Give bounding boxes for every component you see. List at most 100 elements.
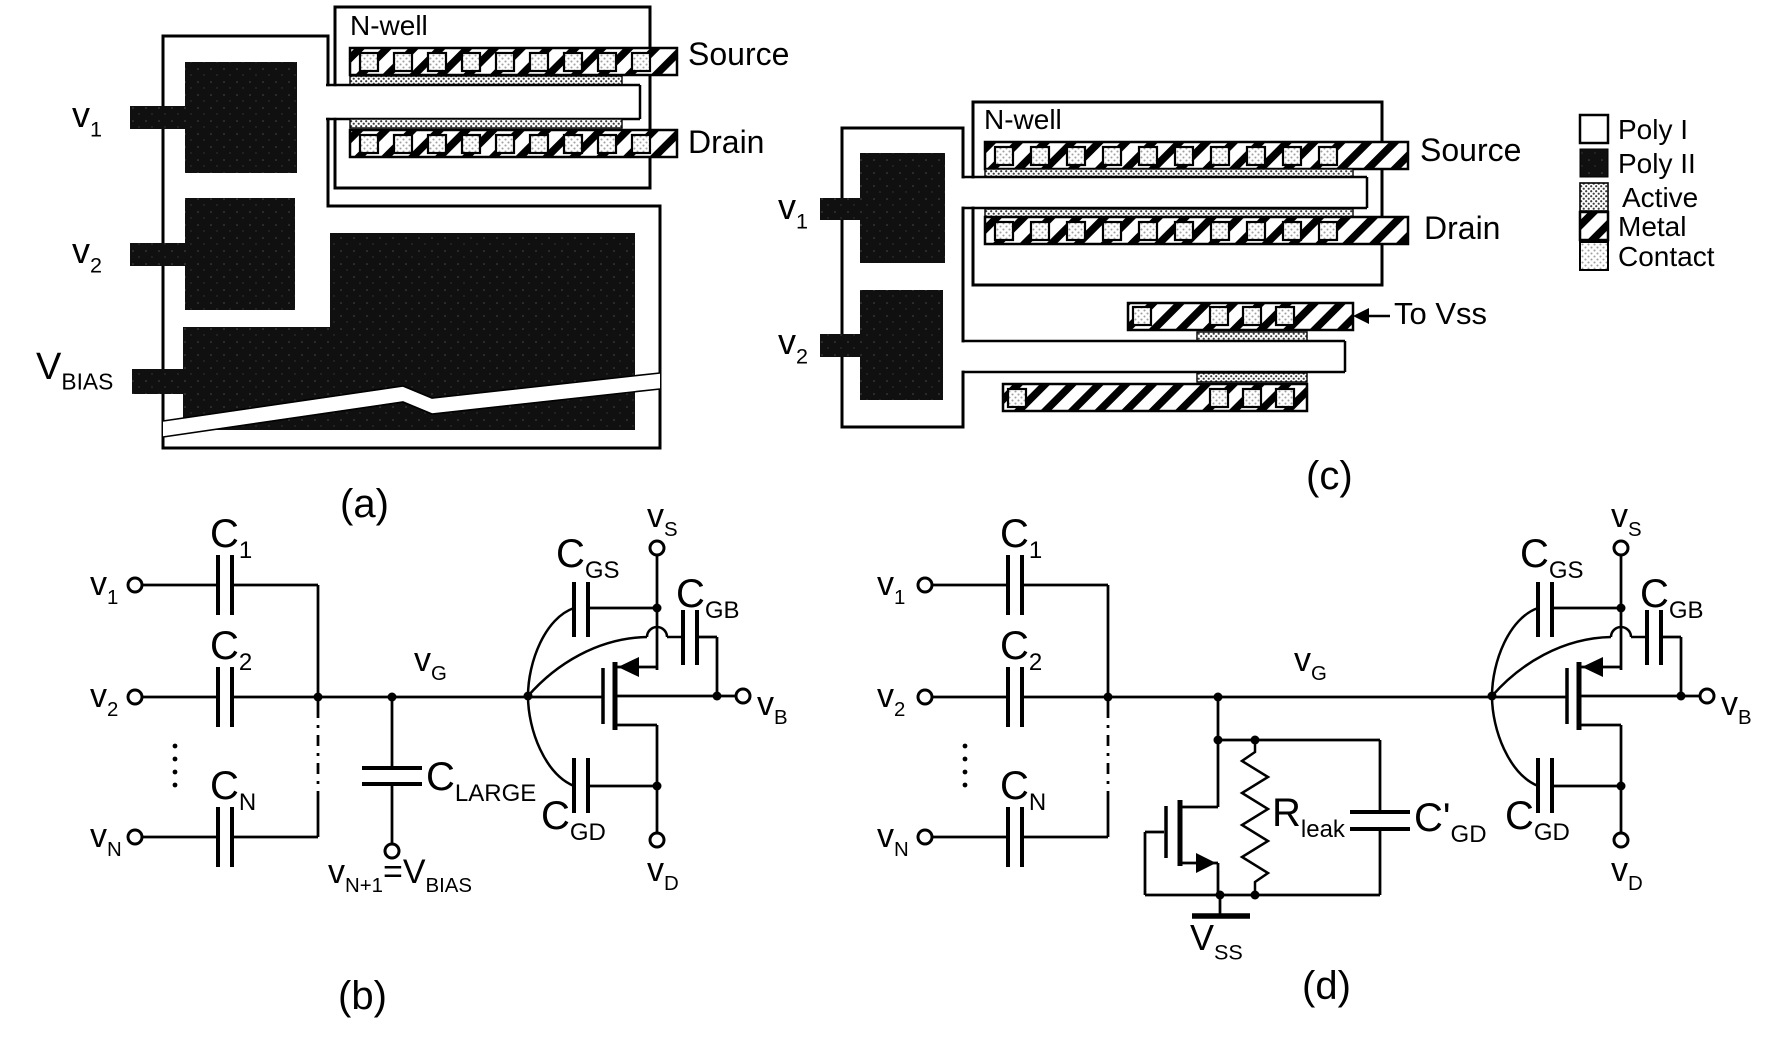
vs-label-d: vS bbox=[1611, 497, 1642, 542]
hop-over-vs-b bbox=[645, 625, 683, 639]
leak-drain-wire-d bbox=[1182, 696, 1220, 809]
vg-label-d: vG bbox=[1294, 641, 1327, 686]
cap-clarge-b bbox=[362, 766, 422, 786]
cap-cgd-prime-d bbox=[1350, 810, 1410, 831]
cgd-prime-label-d: C'GD bbox=[1414, 796, 1487, 848]
vg-label-b: vG bbox=[414, 641, 447, 686]
schematic-d bbox=[916, 539, 1716, 919]
v2-label-c: v2 bbox=[778, 321, 809, 369]
terminal-vb-d bbox=[1698, 687, 1716, 705]
junctions-b bbox=[172, 603, 722, 791]
arc-cgs-d bbox=[1490, 606, 1539, 697]
caption-d: (d) bbox=[1302, 964, 1351, 1008]
cgb-label-d: CGB bbox=[1640, 572, 1704, 624]
terminal-vb-b bbox=[734, 687, 752, 705]
vd-label-d: vD bbox=[1611, 851, 1643, 896]
v1-label-c: v1 bbox=[778, 186, 809, 234]
poly2-plate-v1-c bbox=[860, 153, 945, 263]
v1-label-b: v1 bbox=[90, 565, 119, 610]
vss-top-contacts-c bbox=[1131, 305, 1296, 327]
v2-label-b: v2 bbox=[90, 677, 119, 722]
nwell-label-c: N-well bbox=[984, 104, 1062, 135]
vbias-stub-a bbox=[132, 369, 184, 394]
terminal-vd-b bbox=[648, 831, 666, 849]
cn-label-b: CN bbox=[210, 764, 257, 816]
arc-cgb-d bbox=[1491, 635, 1612, 697]
cgs-label-d: CGS bbox=[1520, 532, 1584, 584]
legend-label-active: Active bbox=[1622, 182, 1699, 213]
arc-cgs-b bbox=[526, 606, 575, 697]
vb-label-d: vB bbox=[1721, 685, 1752, 730]
arc-cgd-b bbox=[526, 695, 575, 788]
vn-wire-b bbox=[142, 802, 320, 839]
vss-bottom-contacts-c bbox=[1006, 387, 1296, 409]
v1-wire-b bbox=[142, 583, 320, 697]
vn-wire-d bbox=[932, 802, 1110, 839]
terminal-v2-d bbox=[916, 688, 934, 706]
cap-c2-b bbox=[216, 667, 234, 727]
cgd-label-d: CGD bbox=[1505, 794, 1570, 846]
cn-label-d: CN bbox=[1000, 764, 1047, 816]
swatch-poly1 bbox=[1578, 113, 1610, 145]
gate-finger-a bbox=[312, 86, 639, 118]
cgb-wire-d bbox=[1661, 635, 1683, 696]
swatch-contact bbox=[1579, 241, 1609, 271]
cgb-wire-b bbox=[697, 635, 719, 696]
c1-label-d: C1 bbox=[1000, 512, 1043, 564]
c1-label-b: C1 bbox=[210, 512, 253, 564]
leak-rails-d bbox=[1145, 738, 1382, 897]
to-vss-label-c: To Vss bbox=[1394, 296, 1488, 331]
resistor-rleak-d bbox=[1239, 740, 1271, 895]
layout-a bbox=[130, 5, 679, 450]
vb-label-b: vB bbox=[757, 685, 788, 730]
source-label-c: Source bbox=[1420, 132, 1522, 168]
cgb-label-b: CGB bbox=[676, 572, 740, 624]
vss-metal-top-c bbox=[1126, 301, 1355, 332]
vn-label-b: vN bbox=[90, 817, 122, 862]
cap-cgs-d bbox=[1536, 582, 1554, 637]
terminal-vbias-b bbox=[383, 842, 401, 860]
junctions-d bbox=[962, 603, 1686, 900]
terminal-vn-d bbox=[916, 828, 934, 846]
cap-c2-d bbox=[1006, 667, 1024, 727]
terminal-v1-b bbox=[126, 576, 144, 594]
terminal-vs-b bbox=[648, 539, 666, 557]
poly2-plate-v1-a bbox=[185, 62, 297, 173]
terminal-vs-d bbox=[1612, 539, 1630, 557]
cap-cn-d bbox=[1006, 807, 1024, 867]
cgs-label-b: CGS bbox=[556, 532, 620, 584]
v2-label-d: v2 bbox=[877, 677, 906, 722]
mosfet-arrow-b bbox=[618, 657, 639, 677]
leakfet-arrow-d bbox=[1196, 853, 1216, 873]
v2-stub-a bbox=[130, 243, 186, 266]
source-contacts-c bbox=[993, 145, 1339, 167]
mosfet-arrow-d bbox=[1582, 657, 1603, 677]
arc-cgb-b bbox=[527, 635, 648, 697]
gate-finger2-c bbox=[950, 342, 1343, 371]
schematic-b bbox=[126, 539, 752, 867]
to-vss-arrowhead bbox=[1353, 308, 1369, 324]
leakfet-wires-d bbox=[1143, 830, 1220, 895]
source-contacts-a bbox=[358, 51, 652, 73]
vbias-eq-label-b: vN+1=VBIAS bbox=[328, 853, 472, 898]
swatch-active bbox=[1579, 182, 1609, 212]
v1-label-d: v1 bbox=[877, 565, 906, 610]
legend-label-contact: Contact bbox=[1618, 241, 1715, 272]
legend-label-metal: Metal bbox=[1618, 211, 1687, 242]
swatch-poly2 bbox=[1579, 148, 1609, 178]
v1-label-a: v1 bbox=[72, 94, 103, 142]
vd-label-b: vD bbox=[647, 851, 679, 896]
drain-contacts-c bbox=[993, 220, 1339, 242]
v1-wire-d bbox=[932, 583, 1110, 697]
legend-swatches bbox=[1578, 113, 1610, 271]
cgd-label-b: CGD bbox=[541, 794, 606, 846]
active-small-bottom-c bbox=[1196, 372, 1308, 383]
c2-label-b: C2 bbox=[210, 624, 253, 676]
active-strip-a-bottom bbox=[349, 118, 623, 129]
drain-label-a: Drain bbox=[688, 124, 765, 160]
rleak-label-d: Rleak bbox=[1272, 791, 1345, 843]
cap-c1-d bbox=[1006, 555, 1024, 615]
cap-cn-b bbox=[216, 807, 234, 867]
v2-stub-c bbox=[820, 334, 862, 357]
